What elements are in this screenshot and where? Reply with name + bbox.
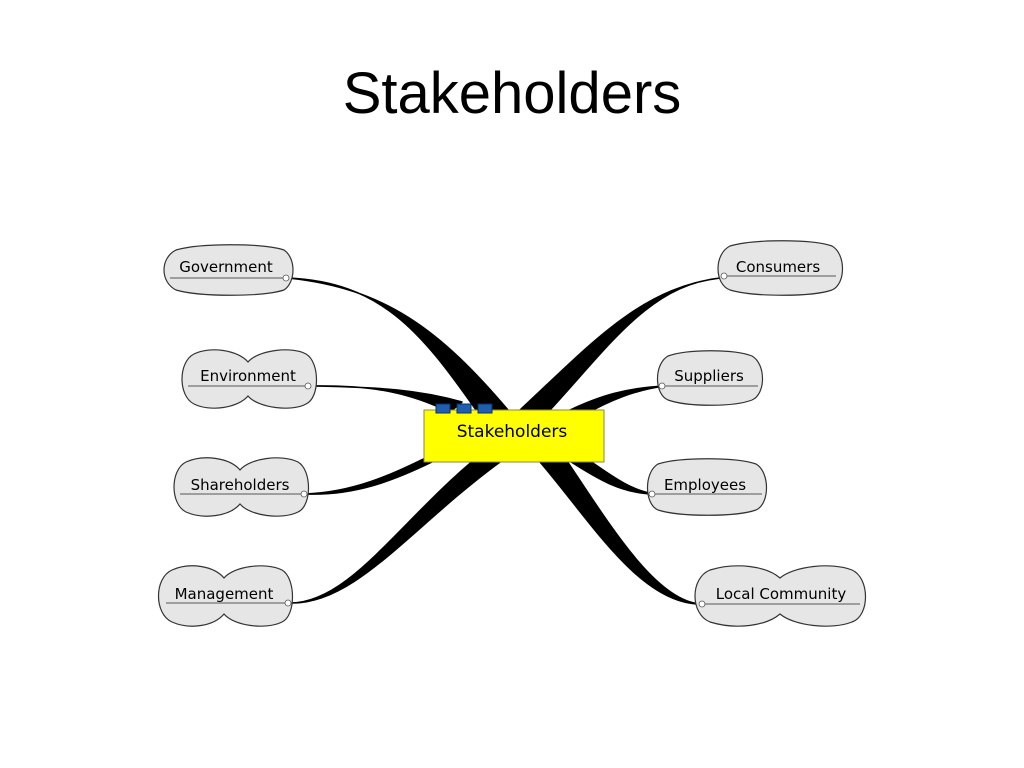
node-management: Management: [158, 565, 293, 627]
node-shape: [173, 457, 309, 517]
node-label: Government: [179, 258, 273, 276]
node-shape: [656, 350, 764, 406]
node-label: Local Community: [716, 585, 847, 603]
node-label: Environment: [200, 367, 296, 385]
page-title: Stakeholders: [342, 61, 682, 126]
node-suppliers: Suppliers: [656, 350, 764, 406]
center-topic-box: [423, 409, 605, 463]
node-handle: [720, 272, 728, 280]
node-government: Government: [163, 244, 294, 296]
node-label: Employees: [664, 476, 746, 494]
node-environment: Environment: [181, 349, 317, 409]
node-handle: [658, 382, 666, 390]
node-shape: [158, 565, 293, 627]
center-topic: Stakeholders: [423, 403, 605, 463]
node-shape: [717, 240, 844, 296]
node-handle: [304, 382, 312, 390]
node-employees: Employees: [646, 458, 768, 516]
node-local-community: Local Community: [694, 565, 866, 627]
node-label: Consumers: [736, 258, 820, 276]
node-handle: [698, 600, 706, 608]
node-handle: [284, 599, 292, 607]
node-shape: [181, 349, 317, 409]
marker-icon: [456, 403, 472, 414]
node-shape: [646, 458, 768, 516]
node-handle: [282, 274, 290, 282]
node-label: Suppliers: [674, 367, 744, 385]
center-topic-label: Stakeholders: [457, 422, 568, 442]
node-label: Shareholders: [191, 476, 290, 494]
node-handle: [300, 490, 308, 498]
node-handle: [648, 490, 656, 498]
node-shape: [163, 244, 294, 296]
marker-icon: [435, 403, 451, 414]
marker-icon: [477, 403, 493, 414]
node-label: Management: [175, 585, 274, 603]
node-shape: [694, 565, 866, 627]
connector-shareholders: [304, 451, 439, 495]
node-shareholders: Shareholders: [173, 457, 309, 517]
node-consumers: Consumers: [717, 240, 844, 296]
